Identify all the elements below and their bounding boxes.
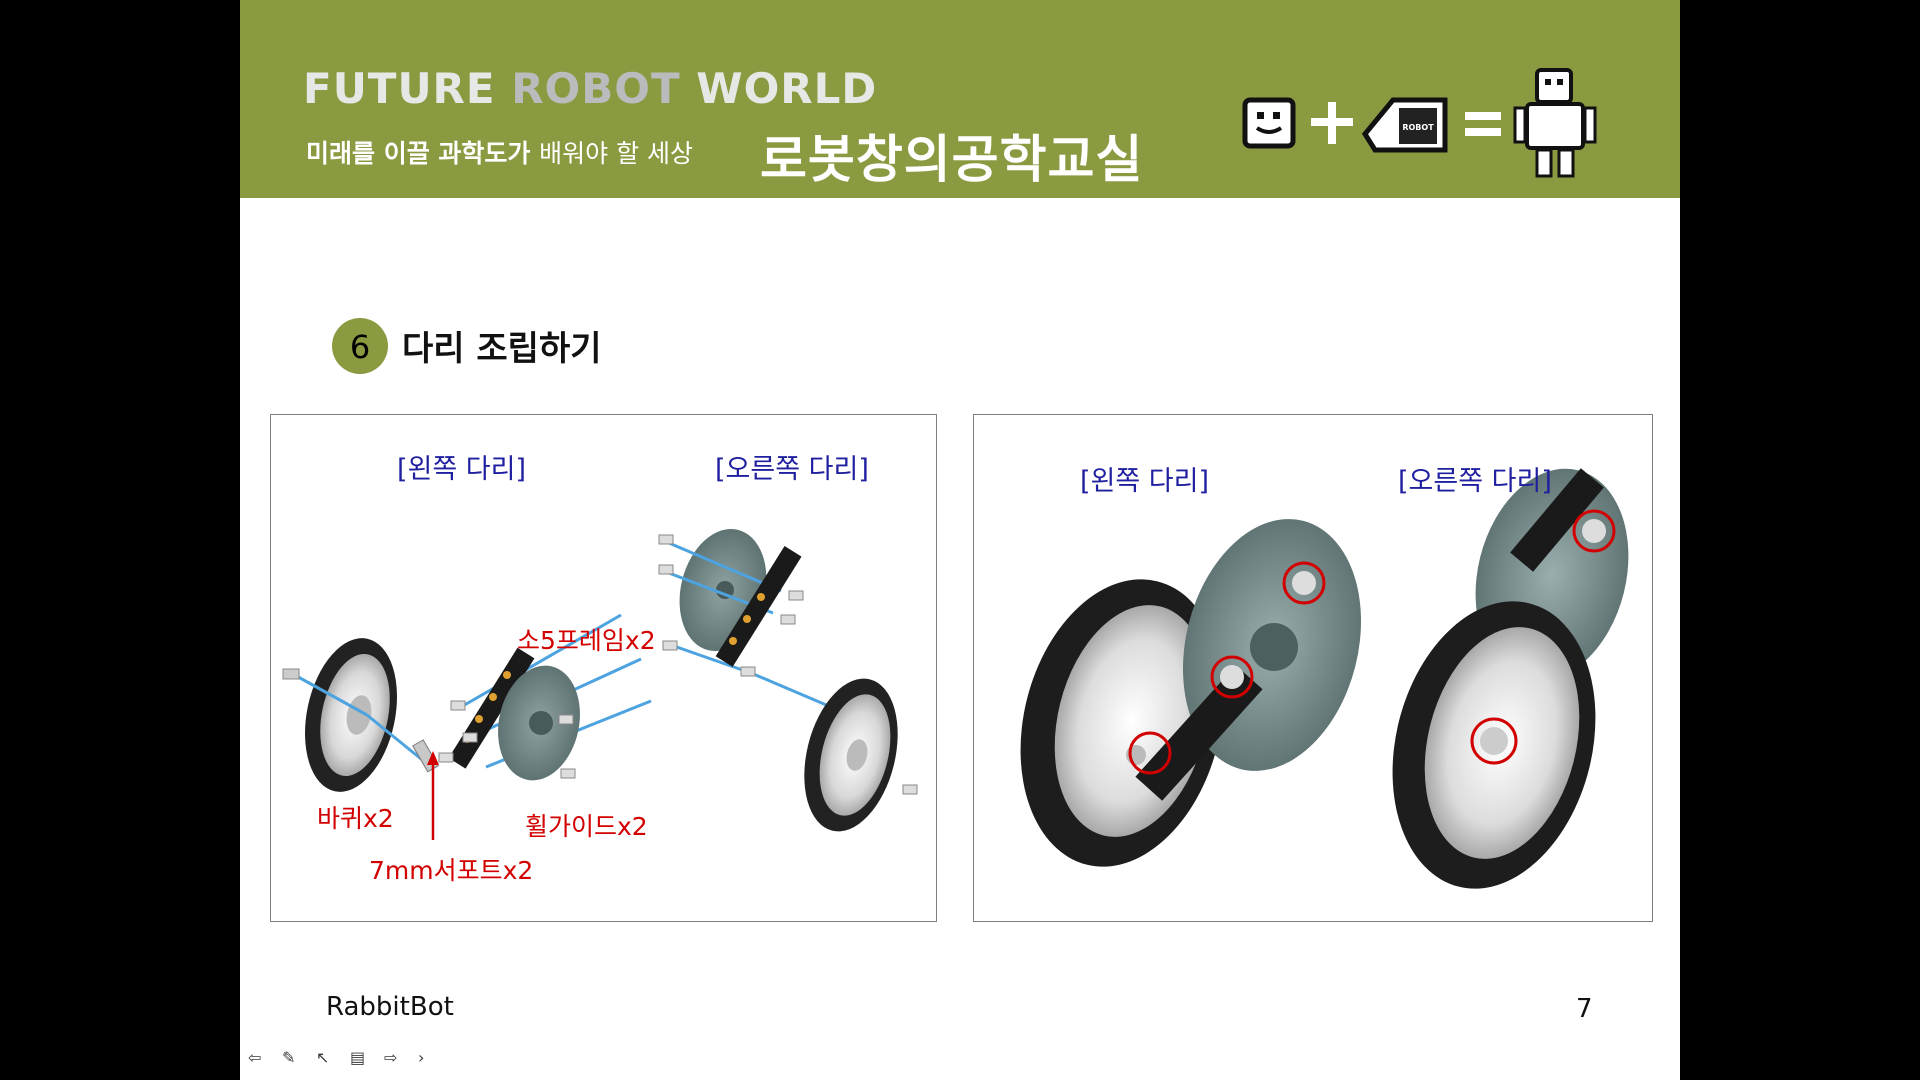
right-wheel-part bbox=[804, 678, 898, 832]
brand-title: FUTURE ROBOT WORLD bbox=[303, 64, 877, 113]
assembled-left-leg-label: [왼쪽 다리] bbox=[1080, 466, 1210, 497]
tagline: 미래를 이끌 과학도가 배워야 할 세상 bbox=[306, 134, 693, 170]
assembled-right-leg-label: [오른쪽 다리] bbox=[1398, 466, 1552, 497]
assembled-left-leg bbox=[1020, 519, 1362, 867]
left-wheel-part bbox=[305, 638, 397, 792]
pointer-icon[interactable]: ↖ bbox=[316, 1048, 330, 1067]
step-title: 다리 조립하기 bbox=[402, 329, 602, 369]
slide: FUTURE ROBOT WORLD 미래를 이끌 과학도가 배워야 할 세상 … bbox=[240, 0, 1680, 1080]
exploded-view-illustration bbox=[282, 528, 918, 840]
robot-logo-icon: ROBOT bbox=[1242, 68, 1597, 178]
right-frame-part bbox=[715, 546, 802, 667]
assembled-view-illustration bbox=[1020, 468, 1629, 889]
logo-robot-text: ROBOT bbox=[1402, 123, 1434, 132]
part-label-frame: 소5프레임x2 bbox=[517, 626, 656, 655]
brand-word-robot: ROBOT bbox=[511, 64, 681, 113]
wheel-guide-part bbox=[498, 665, 580, 781]
part-label-wheel-guide: 휠가이드x2 bbox=[525, 812, 648, 841]
footer-product-name: RabbitBot bbox=[326, 992, 454, 1022]
exploded-view-panel: [왼쪽 다리] [오른쪽 다리] 소5프레임x2 바퀴x2 휠가이드x2 7mm… bbox=[270, 414, 937, 922]
left-leg-label: [왼쪽 다리] bbox=[397, 454, 527, 485]
brand-word-future: FUTURE bbox=[303, 64, 496, 113]
assembled-view-panel: [왼쪽 다리] [오른쪽 다리] bbox=[973, 414, 1653, 922]
header-banner: FUTURE ROBOT WORLD 미래를 이끌 과학도가 배워야 할 세상 … bbox=[240, 0, 1680, 198]
tagline-light: 배워야 할 세상 bbox=[539, 139, 694, 168]
part-label-wheel: 바퀴x2 bbox=[317, 804, 394, 833]
next-arrow-icon[interactable]: ⇨ bbox=[384, 1048, 398, 1067]
step-number-badge: 6 bbox=[332, 318, 388, 374]
more-icon[interactable]: › bbox=[418, 1048, 425, 1067]
right-leg-label: [오른쪽 다리] bbox=[715, 454, 869, 485]
menu-icon[interactable]: ▤ bbox=[350, 1048, 366, 1067]
page-number: 7 bbox=[1576, 994, 1593, 1024]
previous-arrow-icon[interactable]: ⇦ bbox=[248, 1048, 262, 1067]
slide-navigation-toolbar: ⇦ ✎ ↖ ▤ ⇨ › bbox=[248, 1050, 436, 1066]
tagline-bold: 미래를 이끌 과학도가 bbox=[306, 139, 531, 168]
part-label-support: 7mm서포트x2 bbox=[369, 856, 534, 885]
class-name: 로봇창의공학교실 bbox=[760, 131, 1144, 190]
assembled-right-leg bbox=[1392, 468, 1629, 889]
pen-icon[interactable]: ✎ bbox=[282, 1048, 296, 1067]
brand-word-world: WORLD bbox=[696, 64, 878, 113]
